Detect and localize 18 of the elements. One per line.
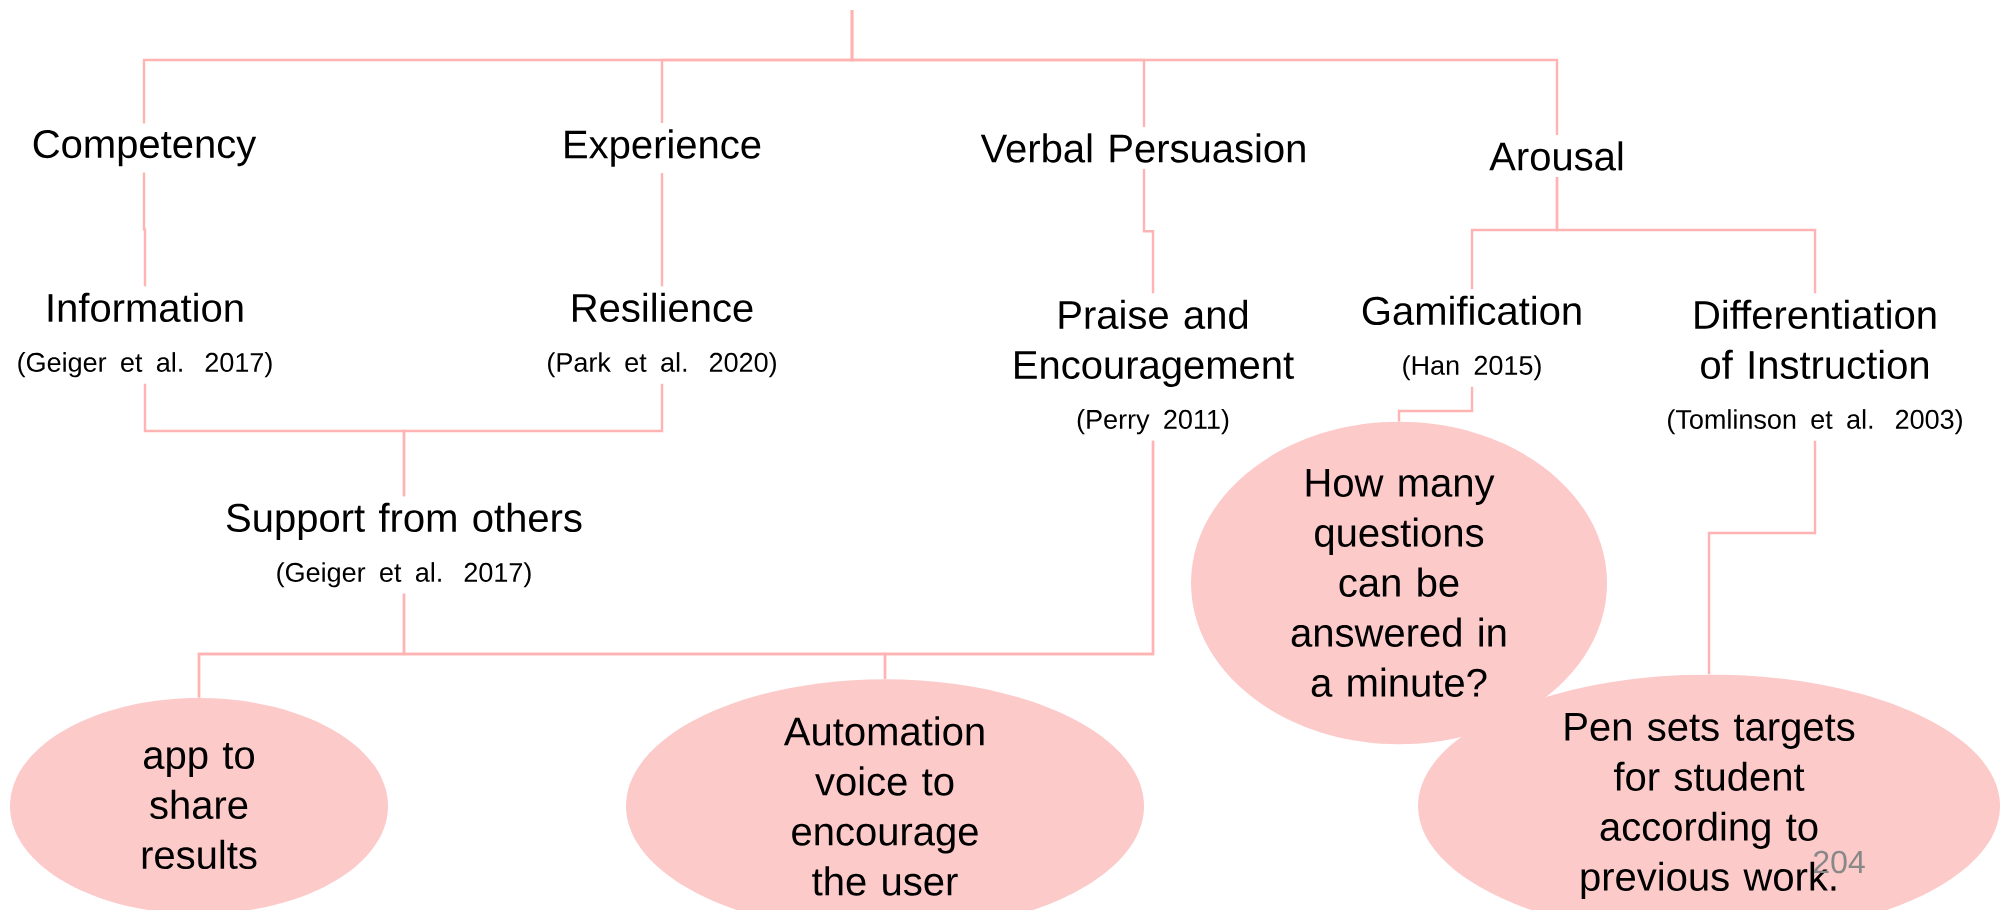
concept-label: Verbal Persuasion bbox=[980, 133, 1305, 163]
concept-label: Resilience (Park et al. 2020) bbox=[548, 292, 776, 378]
connector-line bbox=[1142, 169, 1155, 294]
connector-line bbox=[402, 383, 664, 497]
connector-line bbox=[142, 172, 147, 287]
concept-label: Support from others (Geiger et al. 2017) bbox=[226, 502, 582, 588]
concept-label: Experience bbox=[565, 129, 761, 167]
connector-line bbox=[1555, 177, 1817, 294]
connector-line bbox=[660, 173, 664, 287]
connector-line bbox=[1397, 386, 1474, 422]
concept-label: Gamification (Han 2015) bbox=[1362, 295, 1581, 381]
concept-label: Competency bbox=[33, 129, 257, 167]
connector-line bbox=[1707, 440, 1817, 675]
connector-line bbox=[850, 10, 1559, 135]
concept-label: Arousal bbox=[1489, 141, 1623, 171]
connector-line bbox=[883, 440, 1155, 679]
concept-label: Information (Geiger et al. 2017) bbox=[18, 292, 272, 378]
concept-label: Differentiation of Instruction (Tomlinson et al. 2003) bbox=[1668, 299, 1962, 435]
